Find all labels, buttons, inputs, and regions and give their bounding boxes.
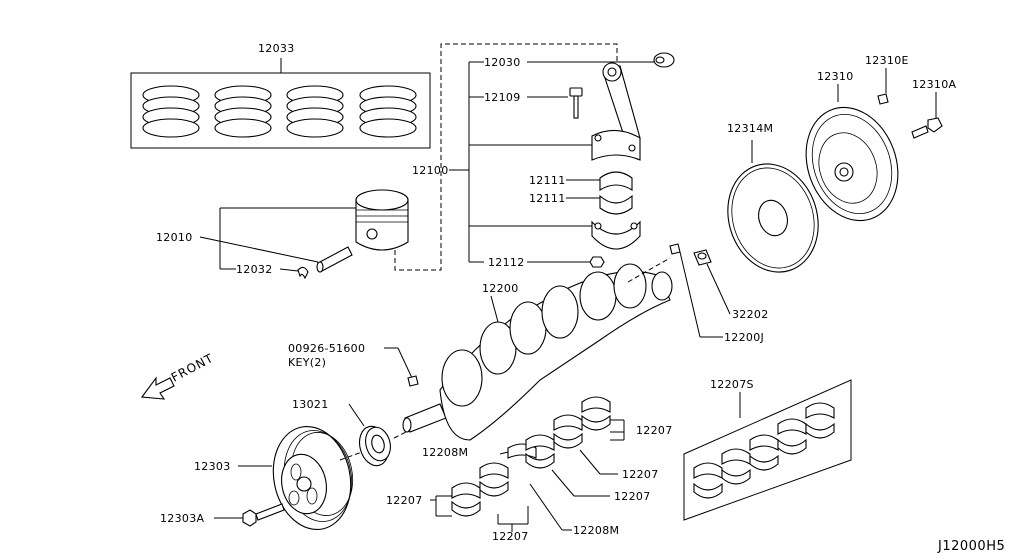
woodruff-key[interactable] (407, 375, 419, 387)
main-bearing-set[interactable] (451, 396, 611, 517)
small-end-bushing[interactable] (653, 52, 675, 68)
label-12303[interactable]: 12303 (194, 460, 231, 473)
label-key-qty: KEY(2) (288, 356, 326, 369)
label-12200J[interactable]: 12200J (724, 331, 764, 344)
flywheel[interactable] (791, 94, 913, 233)
label-12112[interactable]: 12112 (488, 256, 525, 269)
crankshaft[interactable] (402, 263, 673, 441)
rod-cap[interactable] (591, 220, 641, 250)
crank-pulley[interactable] (264, 419, 360, 537)
front-arrow-icon (140, 376, 175, 400)
label-00926-51600[interactable]: 00926-51600 (288, 342, 365, 355)
label-12200[interactable]: 12200 (482, 282, 519, 295)
ring-stack-3 (286, 85, 344, 138)
label-12310A[interactable]: 12310A (912, 78, 956, 91)
pulley-bolt[interactable] (242, 503, 285, 527)
flywheel-dowel[interactable] (877, 93, 889, 105)
label-13021[interactable]: 13021 (292, 398, 329, 411)
diagram-code: J12000H5 (937, 539, 1005, 554)
ring-stack-1 (142, 85, 200, 138)
label-12207-a[interactable]: 12207 (636, 424, 673, 437)
label-12111-lower[interactable]: 12111 (529, 192, 566, 205)
rod-bearing-upper[interactable] (599, 171, 633, 191)
label-12207-e[interactable]: 12207 (492, 530, 529, 543)
pilot-bushing[interactable] (693, 249, 712, 266)
label-12310[interactable]: 12310 (817, 70, 854, 83)
piston[interactable] (355, 189, 409, 251)
pilot-dowel[interactable] (669, 243, 681, 255)
crank-sprocket[interactable] (355, 423, 394, 469)
label-12208M-lower[interactable]: 12208M (573, 524, 619, 537)
label-12314M[interactable]: 12314M (727, 122, 773, 135)
front-label: FRONT (169, 351, 216, 385)
rod-nut[interactable] (589, 256, 605, 268)
label-12207S[interactable]: 12207S (710, 378, 754, 391)
ring-stack-2 (214, 85, 272, 138)
piston-pin[interactable] (316, 246, 353, 273)
label-32202[interactable]: 32202 (732, 308, 769, 321)
label-12303A[interactable]: 12303A (160, 512, 204, 525)
label-12111-upper[interactable]: 12111 (529, 174, 566, 187)
label-12100[interactable]: 12100 (412, 164, 449, 177)
flywheel-bolt[interactable] (911, 117, 943, 139)
ring-stack-4 (359, 85, 417, 138)
label-12207-b[interactable]: 12207 (622, 468, 659, 481)
rod-bearing-lower[interactable] (599, 194, 633, 215)
rod-bolt[interactable] (569, 87, 583, 119)
piston-rings-set[interactable] (130, 58, 431, 149)
label-12033[interactable]: 12033 (258, 42, 295, 55)
label-12310E[interactable]: 12310E (865, 54, 909, 67)
drive-plate[interactable] (714, 152, 832, 284)
connecting-rod[interactable] (591, 62, 641, 161)
label-12208M-upper[interactable]: 12208M (422, 446, 468, 459)
label-12109[interactable]: 12109 (484, 91, 521, 104)
snap-ring[interactable] (297, 266, 309, 280)
label-12032[interactable]: 12032 (236, 263, 273, 276)
label-12010[interactable]: 12010 (156, 231, 193, 244)
main-bearing-kit[interactable] (683, 379, 852, 521)
label-12030[interactable]: 12030 (484, 56, 521, 69)
label-12207-c[interactable]: 12207 (614, 490, 651, 503)
label-12207-d[interactable]: 12207 (386, 494, 423, 507)
